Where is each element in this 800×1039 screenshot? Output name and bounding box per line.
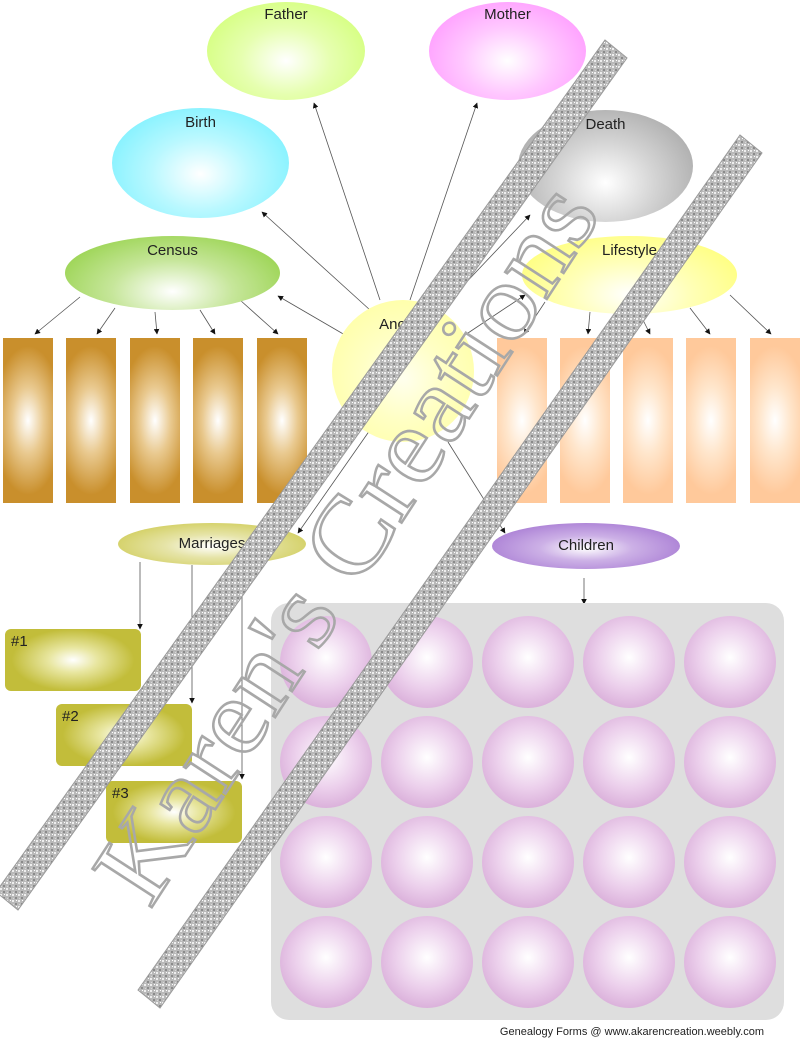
- watermark-stripe: [0, 39, 628, 911]
- child-circle: [583, 716, 675, 808]
- lifestyle-bar: [686, 338, 736, 503]
- father-label: Father: [264, 6, 308, 23]
- child-circle: [381, 916, 473, 1008]
- child-circle: [482, 616, 574, 708]
- watermark-stripe: [137, 134, 763, 1009]
- child-circle: [684, 816, 776, 908]
- footer-credit: Genealogy Forms @ www.akarencreation.wee…: [499, 1026, 764, 1038]
- children-label: Children: [558, 537, 614, 554]
- child-circle: [684, 616, 776, 708]
- marriage-box-label: #2: [62, 708, 79, 725]
- census-bar: [66, 338, 116, 503]
- death-label: Death: [585, 116, 626, 133]
- children-node: Children: [492, 523, 680, 569]
- child-circle: [583, 816, 675, 908]
- child-circle: [583, 616, 675, 708]
- census-label: Census: [147, 242, 198, 259]
- child-circle: [280, 816, 372, 908]
- child-circle: [381, 816, 473, 908]
- marriage-box-1: #1: [5, 629, 141, 691]
- child-circle: [684, 916, 776, 1008]
- mother-node: Mother: [429, 2, 586, 100]
- child-circle: [583, 916, 675, 1008]
- father-node: Father: [207, 2, 365, 100]
- marriage-box-label: #3: [112, 785, 129, 802]
- census-node: Census: [65, 236, 280, 310]
- child-circle: [482, 916, 574, 1008]
- birth-node: Birth: [112, 108, 289, 218]
- lifestyle-bar: [750, 338, 800, 503]
- child-circle: [482, 816, 574, 908]
- marriage-box-3: #3: [106, 781, 242, 843]
- birth-label: Birth: [185, 114, 216, 131]
- mother-label: Mother: [484, 6, 531, 23]
- child-circle: [684, 716, 776, 808]
- marriage-box-label: #1: [11, 633, 28, 650]
- lifestyle-bar: [623, 338, 673, 503]
- watermark-text: Karen's Creations: [70, 162, 622, 923]
- lifestyle-label: Lifestyle: [601, 242, 658, 259]
- child-circle: [482, 716, 574, 808]
- child-circle: [280, 916, 372, 1008]
- census-bar: [3, 338, 53, 503]
- census-bar: [130, 338, 180, 503]
- census-bar: [193, 338, 243, 503]
- marriages-label: Marriages: [178, 535, 246, 552]
- child-circle: [381, 716, 473, 808]
